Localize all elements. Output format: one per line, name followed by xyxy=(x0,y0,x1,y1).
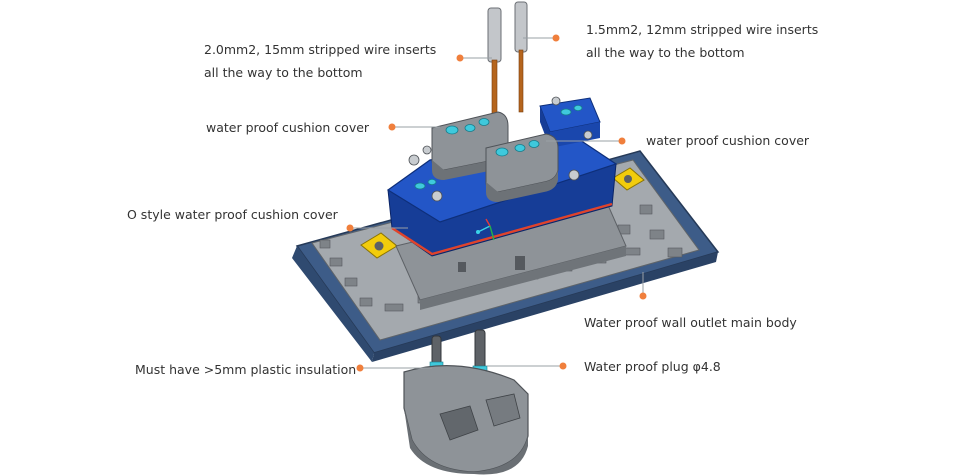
label-wire-2mm-line1: 2.0mm2, 15mm stripped wire inserts xyxy=(204,42,437,57)
label-o-style-cover: O style water proof cushion cover xyxy=(127,207,338,222)
label-main-body: Water proof wall outlet main body xyxy=(584,315,797,330)
wire-1-5mm xyxy=(514,1,528,113)
wire-2mm xyxy=(487,7,502,121)
label-wire-1-5mm: 1.5mm2, 12mm stripped wire inserts all t… xyxy=(586,18,818,64)
label-wire-2mm: 2.0mm2, 15mm stripped wire inserts all t… xyxy=(204,38,436,84)
leader-lines xyxy=(346,34,647,372)
waterproof-plug xyxy=(403,329,529,475)
label-cushion-cover-right: water proof cushion cover xyxy=(646,133,810,148)
label-wire-2mm-line2: all the way to the bottom xyxy=(204,65,363,80)
label-plastic-insulation: Must have >5mm plastic insulation xyxy=(135,362,357,377)
cushion-cover-right-shape xyxy=(485,133,559,202)
label-cushion-cover-left: water proof cushion cover xyxy=(206,120,370,135)
terminal-pad-left xyxy=(360,232,398,259)
label-wire-1-5mm-line2: all the way to the bottom xyxy=(586,45,745,60)
terminal-pad-right xyxy=(612,167,645,191)
label-plug: Water proof plug φ4.8 xyxy=(584,359,721,374)
label-wire-1-5mm-line1: 1.5mm2, 12mm stripped wire inserts xyxy=(586,22,819,37)
